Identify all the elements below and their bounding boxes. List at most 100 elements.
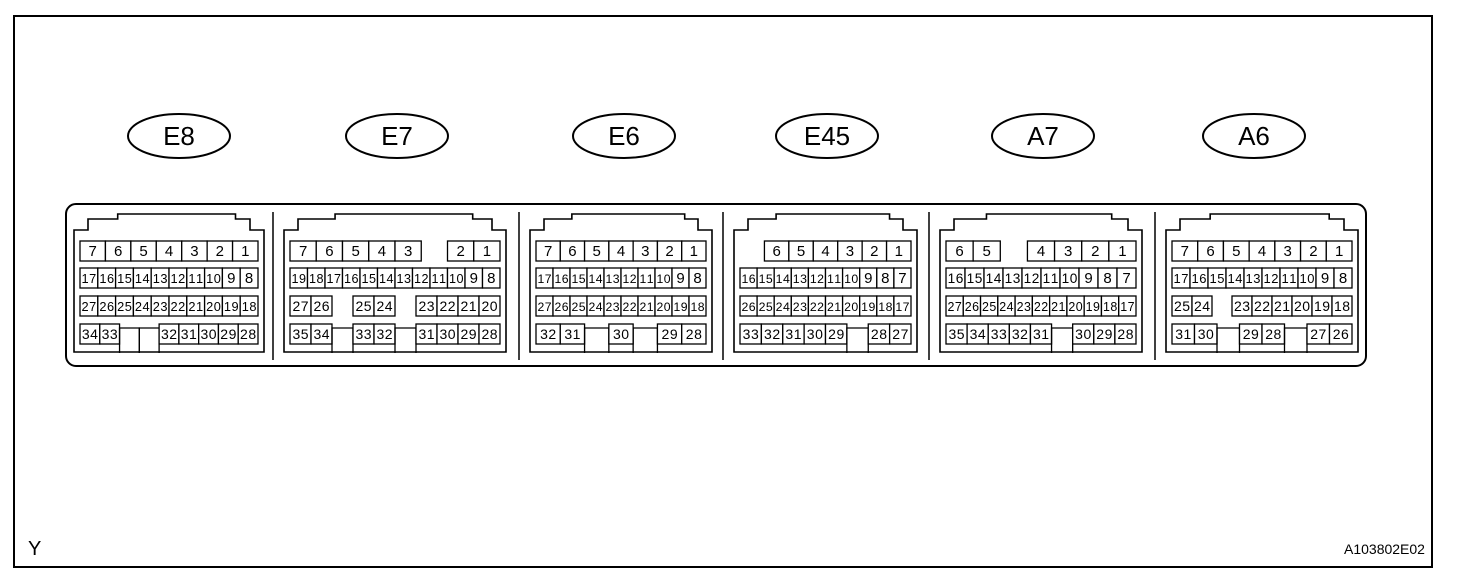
pin-number: 25	[117, 299, 132, 314]
pin-number: 4	[1258, 243, 1266, 260]
pin-number: 21	[188, 299, 203, 314]
corner-mark: Y	[28, 538, 42, 560]
pin-number: 18	[242, 299, 257, 314]
pin-cell	[239, 267, 259, 289]
pin-number: 26	[99, 299, 114, 314]
pin-number: 11	[639, 272, 653, 286]
pin-number: 3	[1064, 243, 1072, 260]
pin-cell	[481, 267, 501, 289]
pin-number: 15	[1210, 271, 1225, 286]
pin-number: 8	[881, 270, 889, 287]
pin-number: 28	[1117, 326, 1133, 342]
keying-notch	[394, 327, 417, 353]
pin-number: 6	[955, 243, 963, 260]
pin-number: 14	[1228, 271, 1243, 286]
pin-number: 23	[793, 300, 807, 314]
pin-number: 32	[376, 326, 392, 342]
pin-number: 26	[554, 300, 568, 314]
pin-number: 8	[1103, 270, 1111, 287]
connector-label: E6	[608, 121, 640, 151]
pin-number: 14	[986, 271, 1002, 286]
connector-label: A7	[1027, 121, 1059, 151]
keying-notch	[583, 327, 610, 353]
pin-number: 1	[690, 243, 698, 260]
pin-number: 32	[764, 326, 780, 342]
pin-number: 8	[487, 270, 495, 287]
pin-number: 34	[970, 326, 986, 342]
connector-label: E8	[163, 121, 195, 151]
pin-number: 5	[593, 243, 601, 260]
pin-number: 25	[1174, 298, 1190, 314]
pin-number: 5	[797, 243, 805, 260]
pin-cell	[478, 323, 501, 345]
pin-cell	[1325, 240, 1353, 262]
pin-number: 2	[1091, 243, 1099, 260]
pin-number: 13	[1246, 271, 1261, 286]
pin-number: 17	[82, 271, 97, 286]
pin-number: 22	[1254, 298, 1270, 314]
pin-number: 6	[568, 243, 576, 260]
pin-cell	[473, 240, 501, 262]
pin-number: 7	[299, 243, 307, 260]
connector-housing	[1165, 213, 1359, 353]
pin-number: 29	[828, 326, 844, 342]
pin-number: 12	[810, 272, 824, 286]
pin-number: 20	[1068, 300, 1082, 314]
pin-number: 10	[1300, 271, 1315, 286]
pin-number: 13	[605, 272, 619, 286]
pin-number: 24	[999, 300, 1013, 314]
pin-number: 15	[571, 272, 585, 286]
pin-number: 28	[240, 326, 256, 342]
pin-number: 18	[690, 300, 704, 314]
pin-number: 28	[481, 326, 497, 342]
pin-cell	[310, 295, 333, 317]
connector-label: A6	[1238, 121, 1270, 151]
pin-cell	[1333, 267, 1353, 289]
figure-id: A103802E02	[1344, 541, 1425, 557]
pin-number: 19	[1086, 300, 1100, 314]
pin-number: 15	[362, 272, 376, 286]
pin-number: 19	[861, 300, 875, 314]
connector-label: E45	[804, 121, 850, 151]
pin-number: 20	[1294, 298, 1310, 314]
pin-number: 11	[1282, 271, 1297, 286]
pin-cell	[893, 295, 912, 317]
pin-number: 18	[1334, 298, 1350, 314]
connector-label-oval	[572, 113, 676, 159]
pin-number: 17	[1174, 271, 1189, 286]
pin-number: 18	[309, 272, 323, 286]
pin-number: 17	[327, 272, 341, 286]
pin-number: 12	[171, 271, 186, 286]
pin-cell	[688, 295, 707, 317]
keying-notch	[118, 327, 140, 353]
pin-number: 10	[206, 271, 221, 286]
pin-number: 2	[216, 243, 224, 260]
pin-number: 29	[220, 326, 236, 342]
pin-number: 32	[540, 326, 556, 342]
pin-number: 19	[673, 300, 687, 314]
pin-number: 29	[662, 326, 678, 342]
connector-housing	[939, 213, 1143, 353]
pin-number: 30	[1198, 326, 1214, 342]
pin-number: 5	[139, 243, 147, 260]
pin-number: 19	[224, 299, 239, 314]
pin-number: 28	[871, 326, 887, 342]
pin-number: 1	[483, 243, 491, 260]
pin-cell	[681, 240, 707, 262]
pin-number: 14	[588, 272, 602, 286]
pin-number: 23	[1234, 298, 1250, 314]
pin-number: 20	[656, 300, 670, 314]
pin-number: 25	[571, 300, 585, 314]
pin-number: 26	[1333, 326, 1349, 342]
pin-number: 16	[1192, 271, 1207, 286]
pin-number: 20	[481, 298, 497, 314]
pin-cell	[885, 240, 912, 262]
keying-notch	[1283, 327, 1308, 353]
pin-number: 24	[776, 300, 790, 314]
pin-number: 27	[947, 300, 961, 314]
pin-number: 14	[776, 272, 790, 286]
pin-number: 29	[1243, 326, 1259, 342]
